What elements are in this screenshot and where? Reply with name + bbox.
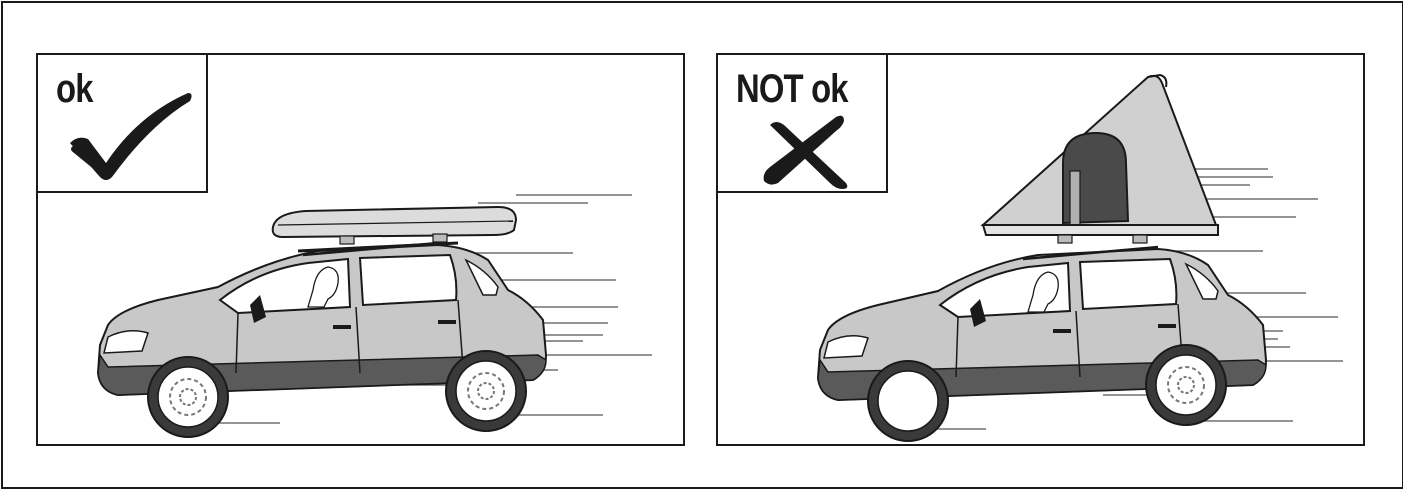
check-mark-icon — [38, 55, 206, 191]
front-wheel — [148, 357, 228, 437]
roof-top-tent — [983, 75, 1218, 243]
rear-wheel — [1146, 345, 1226, 425]
roof-box — [273, 207, 516, 251]
cross-mark-icon — [718, 55, 886, 191]
rear-wheel — [446, 351, 526, 431]
panel-ok: ok — [36, 53, 685, 446]
front-wheel — [868, 361, 948, 441]
panel-not-ok: NOT ok — [716, 53, 1365, 446]
not-ok-badge: NOT ok — [716, 53, 888, 193]
ok-badge: ok — [36, 53, 208, 193]
